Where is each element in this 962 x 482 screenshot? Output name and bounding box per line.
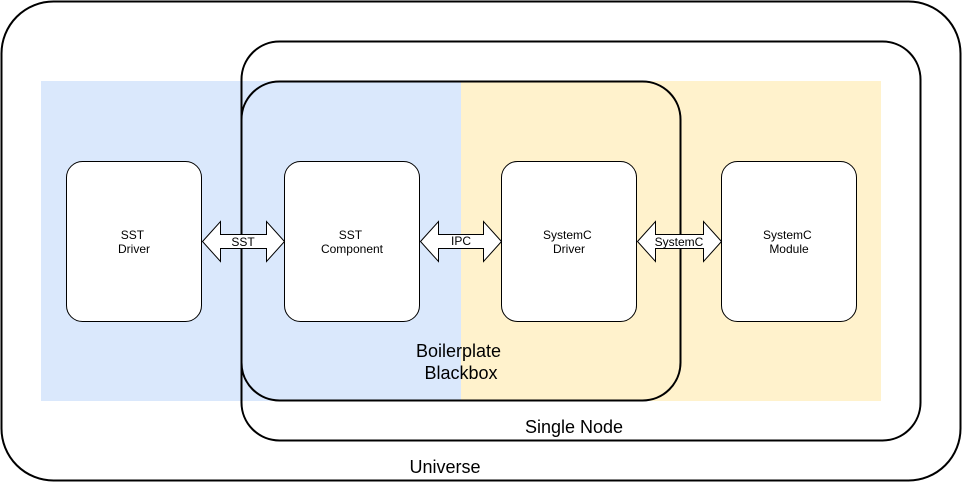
sst-component-label: SST Component: [321, 228, 384, 256]
sst-driver-label: SST Driver: [118, 228, 150, 256]
systemc-driver-label: SystemC Driver: [543, 228, 595, 256]
ipc-link-arrow: [419, 220, 503, 263]
sst-link-arrow: [201, 220, 286, 263]
systemc-link-arrow: [636, 220, 723, 263]
blackbox-label: Boilerplate Blackbox: [416, 341, 506, 383]
ipc-link-label: IPC: [451, 234, 471, 248]
sst-link-label: SST: [231, 235, 255, 249]
systemc-module-label: SystemC Module: [763, 228, 815, 256]
single-node-label: Single Node: [525, 417, 623, 437]
sst-driver-box: [66, 161, 202, 322]
systemc-link-label: SystemC: [655, 235, 704, 249]
universe-label: Universe: [409, 457, 480, 477]
